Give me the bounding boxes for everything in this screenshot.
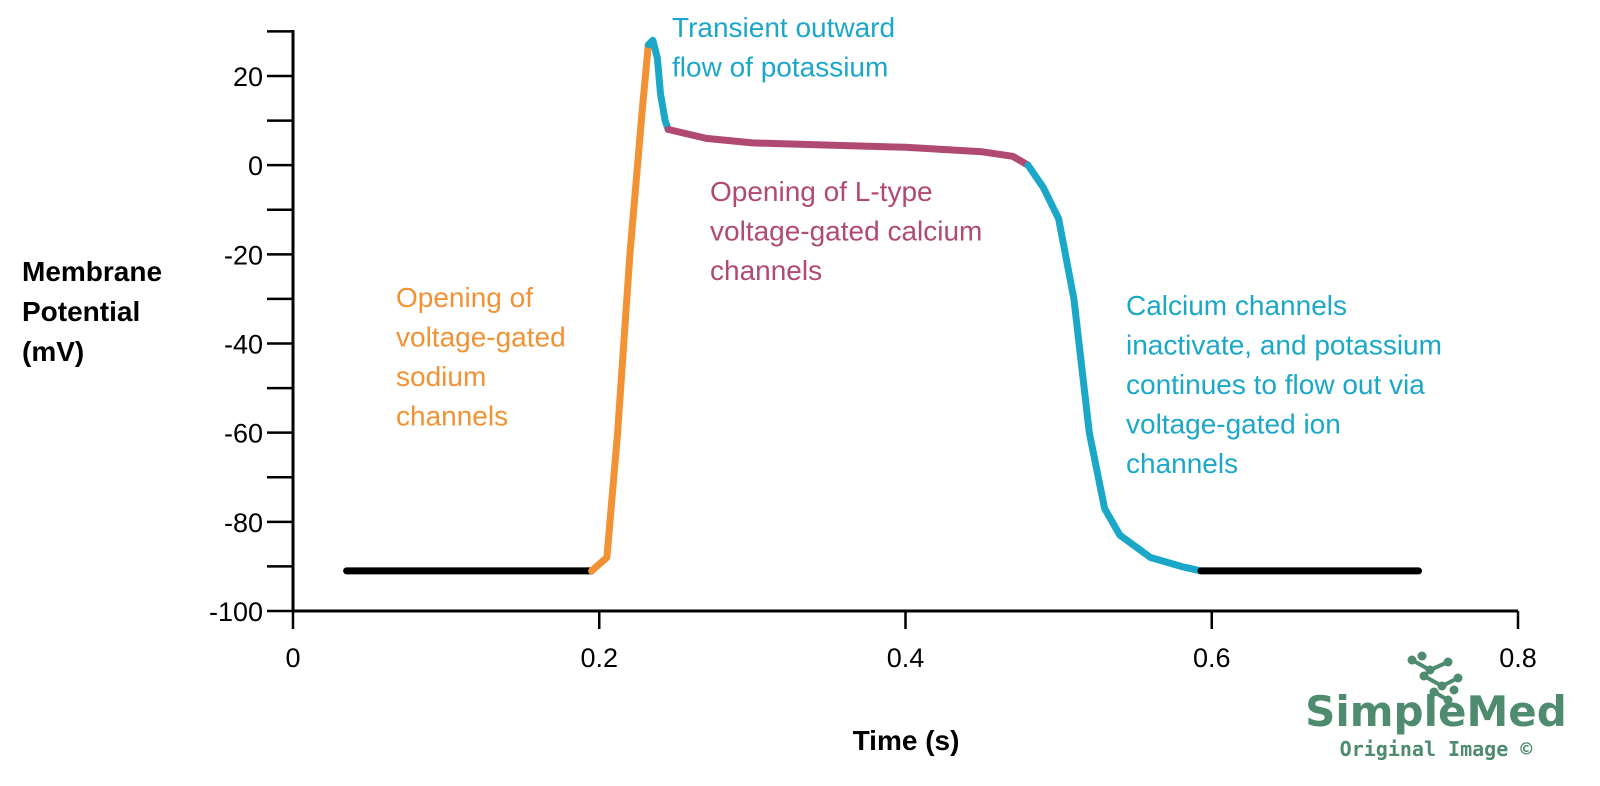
y-axis-title-line: Membrane	[22, 256, 162, 287]
y-ticks: 20 0 -20 -40 -60 -80 -100	[209, 30, 293, 627]
y-tick-label: 0	[248, 151, 263, 181]
annotation-line: Calcium channels	[1126, 290, 1347, 321]
annotation-3: Opening of voltage-gated sodium channels	[396, 282, 566, 432]
annotation-line: channels	[396, 401, 508, 432]
series-line-2	[588, 41, 652, 575]
logo-atom	[1453, 673, 1463, 683]
x-ticks: 0 0.2 0.4 0.6 0.8	[285, 611, 1537, 673]
series-line-4	[664, 126, 1032, 169]
annotation-line: Opening of L-type	[710, 176, 933, 207]
logo-atom	[1407, 655, 1417, 665]
logo-subtitle: Original Image ©	[1340, 737, 1534, 761]
annotation-line: inactivate, and potassium	[1126, 330, 1442, 361]
y-tick-label: -100	[209, 597, 263, 627]
logo-atom	[1429, 687, 1439, 697]
y-tick-label: -60	[224, 419, 263, 449]
x-tick-label: 0.8	[1499, 643, 1537, 673]
annotation-line: flow of potassium	[672, 52, 888, 83]
series-line-5	[1024, 161, 1205, 575]
logo-atom	[1425, 665, 1435, 675]
x-tick-label: 0.2	[580, 643, 618, 673]
y-axis-title-line: (mV)	[22, 336, 84, 367]
annotation-4: Calcium channels inactivate, and potassiu…	[1126, 290, 1442, 479]
x-axis-title: Time (s)	[853, 725, 960, 756]
annotation-line: voltage-gated ion	[1126, 409, 1341, 440]
logo-atom	[1443, 657, 1453, 667]
logo-atom	[1417, 651, 1427, 661]
y-tick-label: -40	[224, 330, 263, 360]
annotations: Transient outward flow of potassiumOpenin…	[396, 12, 1442, 479]
annotation-line: channels	[710, 255, 822, 286]
annotation-2: Opening of L-type voltage-gated calcium ch…	[710, 176, 982, 286]
x-tick-label: 0.6	[1193, 643, 1231, 673]
annotation-line: Transient outward	[672, 12, 895, 43]
annotation-line: voltage-gated	[396, 322, 566, 353]
logo-atom	[1443, 695, 1453, 705]
annotation-line: continues to flow out via	[1126, 369, 1425, 400]
annotation-line: voltage-gated calcium	[710, 216, 982, 247]
y-axis-title-line: Potential	[22, 296, 140, 327]
logo-atom	[1419, 671, 1429, 681]
y-tick-label: -20	[224, 240, 263, 270]
series-line-3	[644, 36, 672, 133]
x-tick-label: 0.4	[887, 643, 925, 673]
x-tick-label: 0	[285, 643, 300, 673]
molecule-icon	[1407, 651, 1463, 705]
y-tick-label: 20	[233, 62, 263, 92]
series-group	[343, 36, 1422, 575]
annotation-1: Transient outward flow of potassium	[672, 12, 895, 83]
logo-name: SimpleMed	[1305, 687, 1567, 736]
annotation-line: sodium	[396, 361, 486, 392]
y-tick-label: -80	[224, 508, 263, 538]
simplemed-logo: SimpleMed Original Image ©	[1305, 651, 1567, 761]
annotation-line: channels	[1126, 448, 1238, 479]
logo-atom	[1449, 685, 1459, 695]
logo-atom	[1437, 681, 1447, 691]
annotation-line: Opening of	[396, 282, 533, 313]
